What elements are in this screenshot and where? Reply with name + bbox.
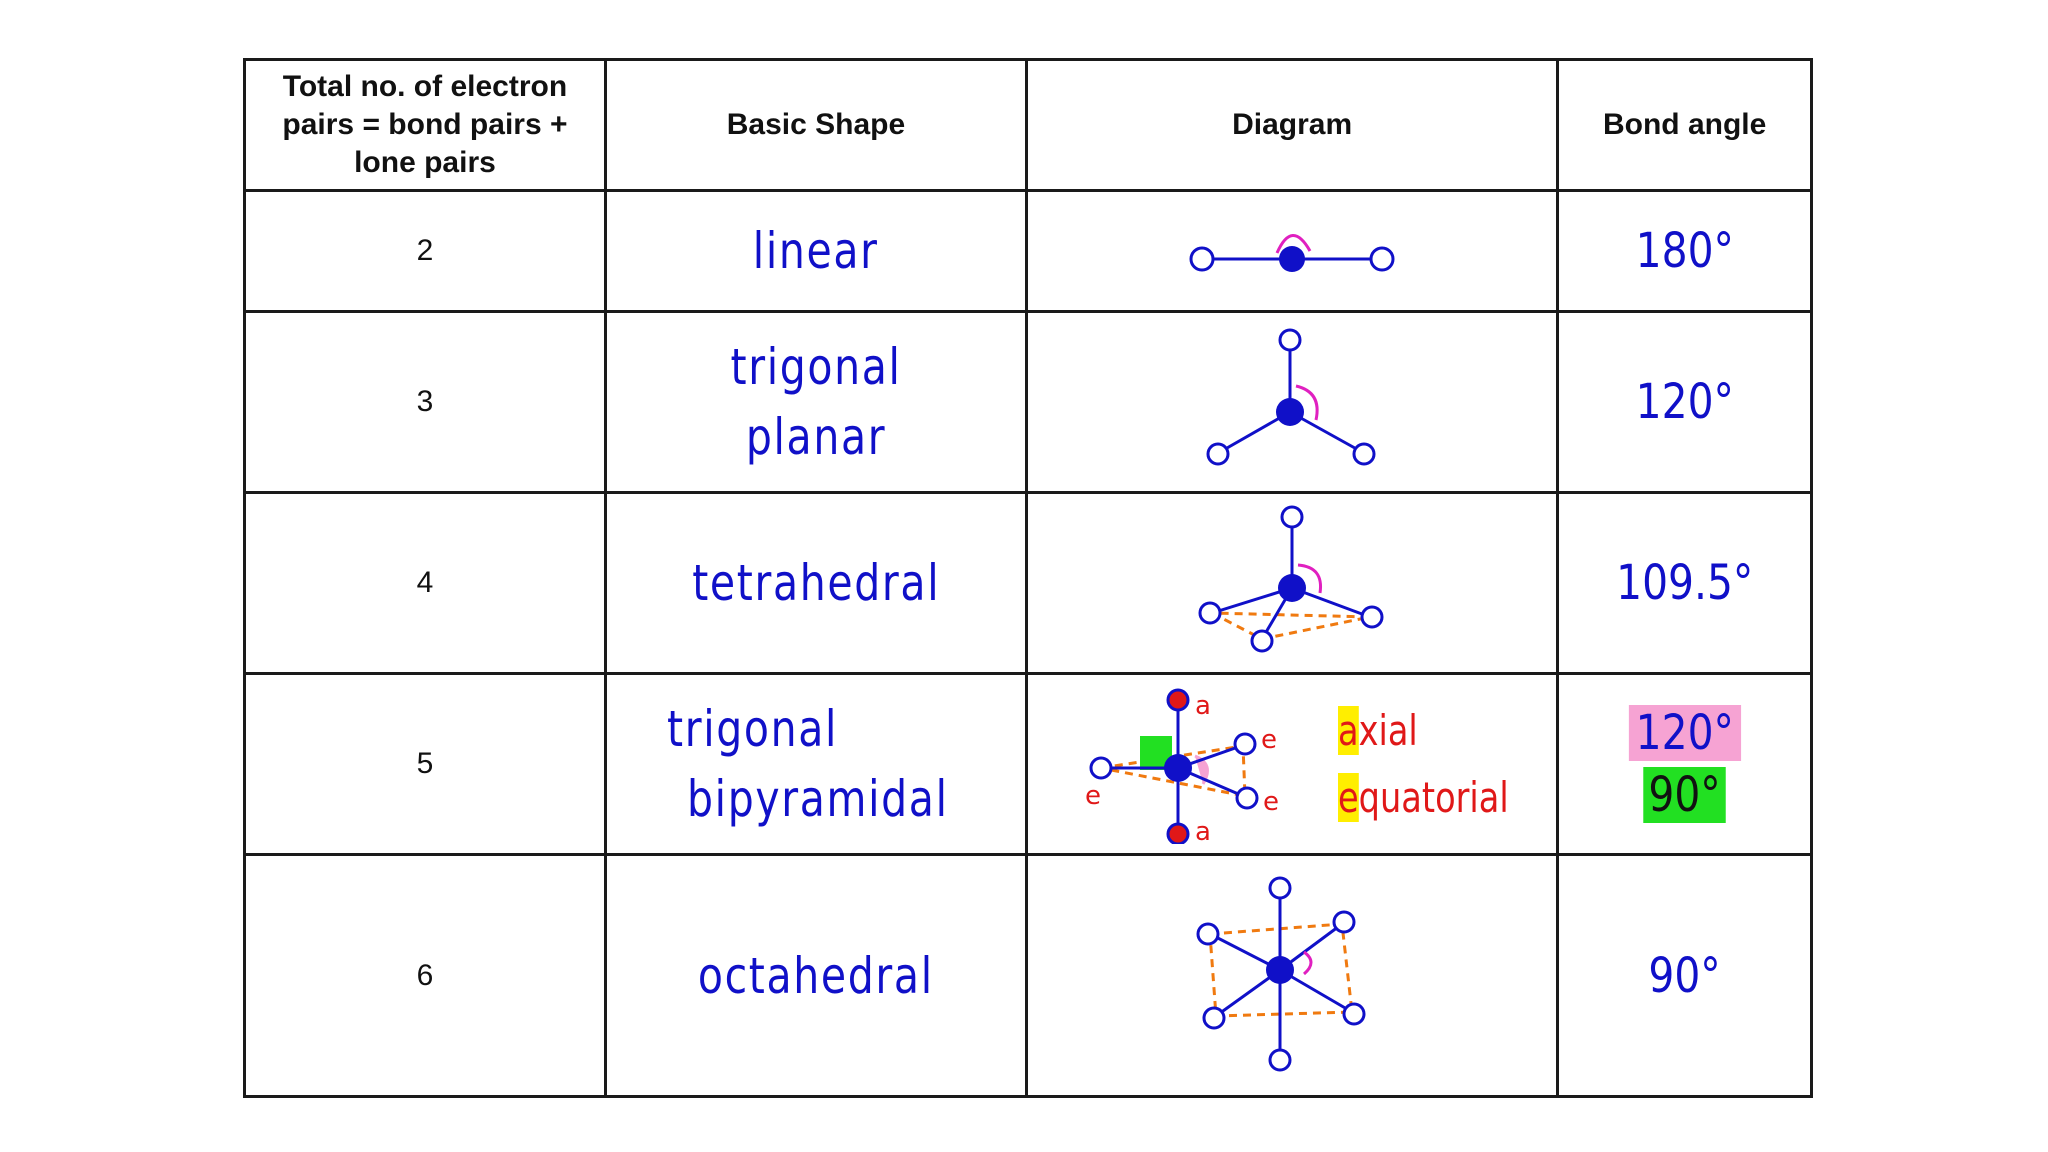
outer-atom [1360, 605, 1384, 629]
header-electron-pairs: Total no. of electron pairs = bond pairs… [243, 58, 607, 192]
bond-angle-value: 90° [1648, 947, 1721, 1004]
diagram-cell [1024, 189, 1560, 313]
bond-angle-value: 180° [1635, 222, 1734, 279]
equatorial-legend-initial: e [1338, 773, 1359, 823]
diagram-cell: a a e e e axial equatorial [1024, 672, 1560, 857]
electron-pairs-cell: 6 [243, 853, 607, 1098]
equatorial-legend-rest: quatorial [1358, 773, 1510, 823]
basic-shape-cell: octahedral [603, 853, 1028, 1098]
axial-atom [1166, 688, 1190, 712]
axial-label: a [1195, 691, 1211, 721]
header-row: Total no. of electron pairs = bond pairs… [243, 58, 1813, 192]
electron-pairs-cell: 3 [243, 309, 607, 494]
bond-angle-cell: 180° [1556, 189, 1813, 313]
bond-angle-value: 120° [1635, 373, 1734, 430]
equatorial-atom [1089, 756, 1113, 780]
equatorial-atom [1233, 732, 1257, 756]
equatorial-atom [1235, 786, 1259, 810]
outer-atom [1352, 442, 1376, 466]
outer-atom [1280, 505, 1304, 529]
outer-atom [1268, 876, 1292, 900]
position-legend: axial equatorial [1338, 706, 1538, 823]
trigonal-bipyramidal-diagram: a a e e e [1085, 688, 1279, 845]
header-basic-shape: Basic Shape [603, 58, 1028, 192]
bond-angle-cell: 109.5° [1556, 490, 1813, 676]
central-atom [1266, 955, 1295, 984]
table-row: 3 trigonal planar 120° [243, 309, 1813, 494]
electron-pairs-cell: 4 [243, 490, 607, 676]
equatorial-label: e [1085, 781, 1101, 811]
bond-angle-cell: 120° [1556, 309, 1813, 494]
equatorial-label: e [1263, 787, 1279, 817]
shape-name-line-2: bipyramidal [686, 770, 949, 829]
equatorial-label: e [1261, 725, 1277, 755]
central-atom [1164, 754, 1193, 783]
shape-name-line-1: trigonal [730, 337, 902, 396]
shape-name-line-1: trigonal [666, 700, 838, 759]
axial-legend-rest: xial [1358, 706, 1419, 756]
basic-shape-cell: trigonal planar [603, 309, 1028, 494]
equatorial-plane [1208, 922, 1354, 1018]
tetrahedral-diagram [1198, 505, 1384, 653]
outer-atom [1196, 922, 1220, 946]
central-atom [1276, 397, 1305, 426]
outer-atom [1369, 246, 1395, 272]
bond-angle-value-equatorial: 120° [1628, 705, 1741, 762]
bond-angle-cell: 120° 90° [1556, 672, 1813, 857]
outer-atom [1332, 910, 1356, 934]
diagram-cell [1024, 309, 1560, 494]
axial-legend: axial [1338, 706, 1498, 756]
table-row: 4 tetrahedral [243, 490, 1813, 676]
header-diagram: Diagram [1024, 58, 1560, 192]
basic-shape-cell: trigonal bipyramidal [603, 672, 1028, 857]
outer-atom [1206, 442, 1230, 466]
shape-name: linear [753, 221, 879, 280]
outer-atom [1189, 246, 1215, 272]
central-atom [1279, 245, 1306, 272]
axial-atom [1166, 822, 1190, 845]
outer-atom [1250, 629, 1274, 653]
outer-atom [1278, 328, 1302, 352]
vsepr-table: Total no. of electron pairs = bond pairs… [243, 58, 1813, 1098]
linear-molecule-diagram [1189, 233, 1395, 272]
bond-angle-value-axial: 90° [1643, 767, 1726, 824]
bond-angle-cell: 90° [1556, 853, 1813, 1098]
angle-arc [1275, 233, 1312, 254]
electron-pairs-cell: 2 [243, 189, 607, 313]
header-bond-angle: Bond angle [1556, 58, 1813, 192]
basic-shape-cell: tetrahedral [603, 490, 1028, 676]
axial-label: a [1195, 817, 1211, 844]
octahedral-diagram [1196, 876, 1366, 1072]
shape-name-line-2: planar [745, 407, 887, 466]
central-atom [1278, 574, 1307, 603]
table-row: 5 trigonal bipyramidal [243, 672, 1813, 857]
outer-atom [1202, 1006, 1226, 1030]
diagram-cell [1024, 853, 1560, 1098]
table-row: 6 octahedral [243, 853, 1813, 1098]
bond-angle-value: 109.5° [1616, 555, 1754, 612]
angle-arc [1297, 563, 1323, 594]
diagram-cell [1024, 490, 1560, 676]
shape-name: octahedral [698, 946, 934, 1005]
shape-name: tetrahedral [691, 554, 940, 613]
basic-shape-cell: linear [603, 189, 1028, 313]
table-row: 2 linear 180° [243, 189, 1813, 313]
axial-legend-initial: a [1338, 706, 1359, 756]
angle-arc [1303, 950, 1313, 975]
base-plane [1211, 611, 1371, 641]
outer-atom [1268, 1048, 1292, 1072]
electron-pairs-cell: 5 [243, 672, 607, 857]
equatorial-legend: equatorial [1338, 773, 1509, 823]
outer-atom [1342, 1002, 1366, 1026]
angle-arc [1295, 384, 1319, 421]
trigonal-planar-diagram [1206, 328, 1376, 466]
outer-atom [1198, 601, 1222, 625]
